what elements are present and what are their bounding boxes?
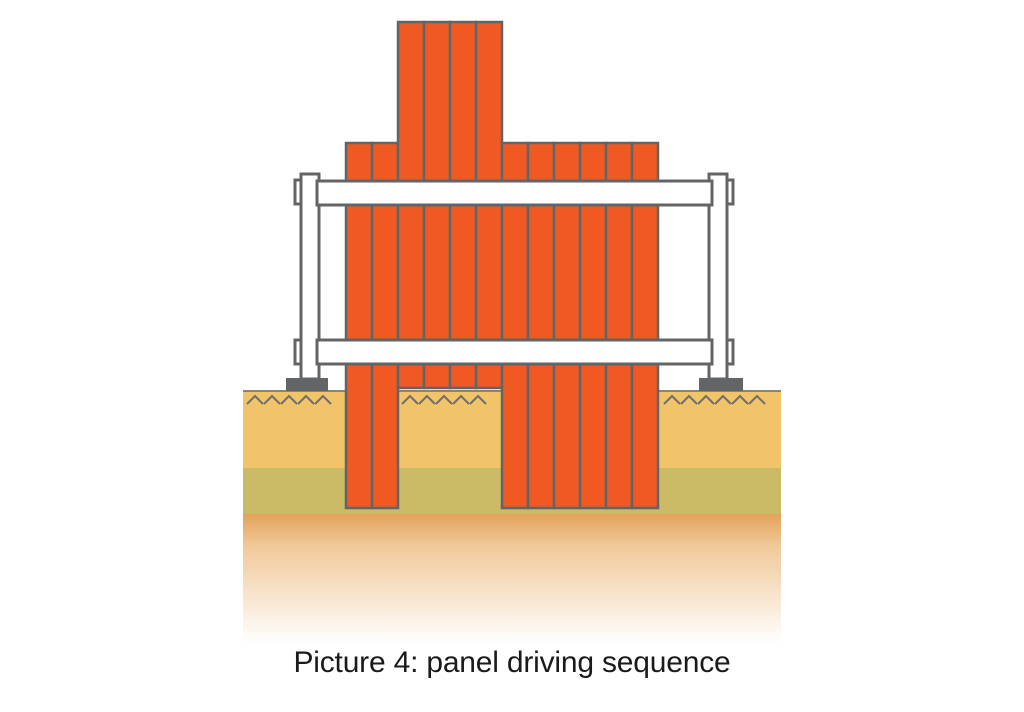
hatch-mark bbox=[663, 394, 681, 405]
left-base-plate bbox=[286, 378, 328, 391]
hatch-mark bbox=[748, 394, 766, 405]
hatch-mark bbox=[418, 394, 436, 405]
hatch-mark bbox=[697, 394, 715, 405]
guide-frame bbox=[286, 172, 743, 391]
hatch-mark bbox=[680, 394, 698, 405]
right-base-plate bbox=[699, 378, 743, 391]
hatch-mark bbox=[435, 394, 453, 405]
sheet-panels bbox=[344, 20, 660, 510]
hatch-mark bbox=[297, 394, 315, 405]
right-post bbox=[707, 172, 729, 381]
upper-waling bbox=[315, 179, 714, 207]
hatch-mark bbox=[263, 394, 281, 405]
hatch-mark bbox=[280, 394, 298, 405]
hatch-mark bbox=[452, 394, 470, 405]
hatch-mark bbox=[469, 394, 487, 405]
hatch-mark bbox=[714, 394, 732, 405]
hatch-mark bbox=[401, 394, 419, 405]
lower-waling bbox=[315, 338, 714, 366]
left-post bbox=[299, 172, 321, 381]
figure-caption: Picture 4: panel driving sequence bbox=[293, 646, 731, 679]
hatch-mark bbox=[731, 394, 749, 405]
hatch-mark bbox=[246, 394, 264, 405]
hatch-mark bbox=[314, 394, 332, 405]
soil-deep-layer bbox=[243, 514, 781, 644]
